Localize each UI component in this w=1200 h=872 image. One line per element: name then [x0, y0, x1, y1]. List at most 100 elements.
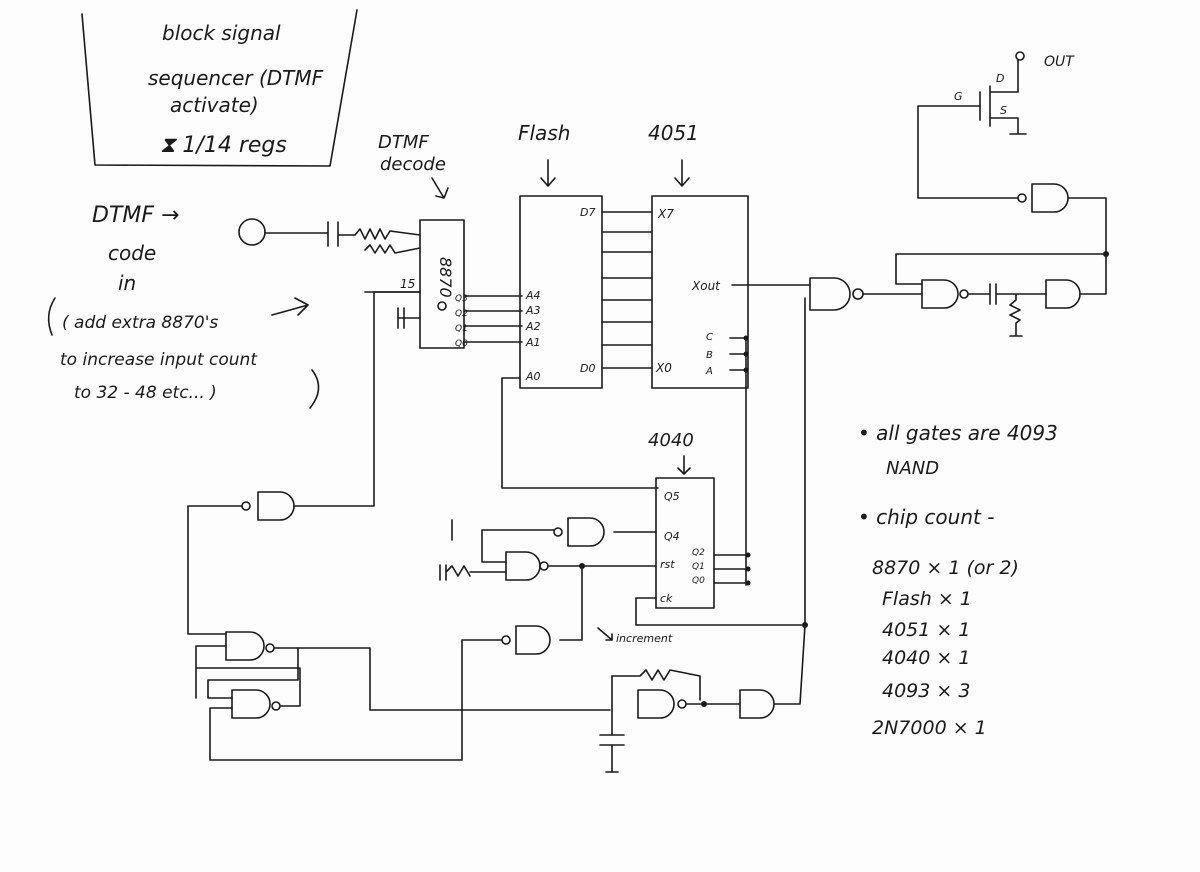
junction: [745, 566, 751, 572]
chip-8870: [419, 219, 465, 349]
nand-q4: [567, 517, 657, 547]
nand-mid: [515, 625, 551, 655]
chip-item: Flash × 1: [882, 588, 972, 610]
chip-item: 4040 × 1: [882, 647, 970, 669]
counter-to-select: [713, 554, 749, 584]
flash-a0: A0: [525, 370, 541, 383]
arrow-dtmf-icon: [431, 177, 449, 199]
mux-x7: X7: [657, 207, 674, 221]
chip-4040: [655, 477, 715, 609]
reset-wire: [547, 565, 657, 641]
arrow-4040-icon: [677, 455, 691, 475]
decoder-q0: Q0: [455, 339, 468, 349]
junction: [701, 701, 707, 707]
mosfet-g: G: [954, 90, 963, 103]
q4-loop: [481, 529, 555, 563]
flash-a1: A1: [525, 336, 541, 349]
header-dtmf-2: decode: [380, 154, 446, 175]
header-4040: 4040: [648, 430, 694, 451]
header-4051: 4051: [648, 121, 699, 145]
flash-a3: A3: [525, 304, 541, 317]
flash-a4: A4: [525, 289, 541, 302]
mux-xout: Xout: [691, 279, 721, 293]
nand-chain2: [1045, 279, 1081, 309]
timer2-out: [773, 297, 806, 705]
dtmf-in-2: code: [108, 241, 156, 265]
junction: [745, 552, 751, 558]
nand-bubble: [852, 288, 864, 300]
junction: [743, 335, 749, 341]
counter-rst: rst: [660, 558, 675, 571]
chip-item: 4093 × 3: [882, 680, 970, 702]
a0-wire: [501, 377, 659, 489]
decoder-q2: Q2: [455, 309, 468, 319]
nand-bubble: [241, 501, 251, 511]
counter-ck: ck: [660, 592, 673, 605]
note-bracket-left: [47, 297, 56, 336]
nand-bubble: [677, 699, 687, 709]
reset-rc: [439, 519, 507, 581]
counter-q5: Q5: [664, 490, 680, 503]
nand-out: [1031, 183, 1069, 213]
nand-timer2: [739, 689, 775, 719]
chain2-out: [895, 253, 1107, 295]
latch-cross: [195, 645, 301, 707]
arrow-flash-icon: [540, 159, 556, 187]
nand-reset: [505, 551, 541, 581]
decoder-name: 8870: [436, 257, 455, 298]
arrow-4051-icon: [674, 159, 690, 187]
nand-top-left: [257, 291, 421, 521]
mux-b: B: [706, 350, 713, 361]
nand-bubble: [271, 701, 281, 711]
title-line2: sequencer (DTMF: [148, 66, 324, 90]
nand-chain1: [921, 279, 959, 309]
note-line2: to increase input count: [60, 350, 258, 370]
decoder-to-flash: [463, 295, 523, 343]
chip-4051: [651, 195, 749, 389]
out-terminal-icon: [1015, 51, 1025, 61]
flash-d7: D7: [580, 206, 595, 219]
counter-q0: Q0: [692, 576, 705, 586]
increment-label: increment: [616, 632, 673, 645]
nand-bubble: [501, 635, 511, 645]
chip-flash: [519, 195, 603, 389]
title-line4: ⧗ 1/14 regs: [160, 133, 287, 158]
chip-item: 8870 × 1 (or 2): [872, 557, 1019, 579]
input-resistor2: [364, 244, 421, 254]
mosfet-d: D: [996, 72, 1004, 85]
out-wires: [917, 105, 1107, 255]
mid-wire: [209, 639, 503, 761]
note-line3: to 32 - 48 etc... ): [74, 383, 217, 403]
arrow-icon: [271, 297, 309, 316]
junction: [745, 580, 751, 586]
decoder-q1: Q1: [455, 324, 468, 334]
junction: [743, 367, 749, 373]
nand-bubble: [553, 527, 563, 537]
mux-x0: X0: [655, 361, 672, 375]
chain-rc: [967, 283, 1047, 337]
nand-latch-b: [231, 689, 271, 719]
counter-q1: Q1: [692, 562, 705, 572]
input-wire: [264, 221, 421, 247]
decoder-q3: Q3: [455, 294, 468, 304]
flash-a2: A2: [525, 320, 541, 333]
nand-bubble: [959, 289, 969, 299]
data-bus: [601, 211, 653, 369]
input-jack-icon: [238, 218, 266, 246]
mosfet-s: S: [1000, 104, 1007, 117]
nand-timer: [637, 689, 675, 719]
latch-to-timer: [297, 647, 611, 711]
note-bracket-right: [309, 369, 320, 409]
title-line1: block signal: [162, 21, 281, 45]
out-label: OUT: [1044, 54, 1075, 70]
nand-bubble: [1017, 193, 1027, 203]
decoder-pin15: 15: [400, 277, 415, 291]
title-line3: activate): [170, 93, 259, 117]
timer-resistor: [611, 669, 701, 701]
decoder-gnd-cap: [397, 307, 421, 329]
counter-q2: Q2: [692, 548, 705, 558]
header-flash: Flash: [518, 121, 570, 145]
timer-rc: [599, 675, 625, 773]
mux-c: C: [706, 332, 713, 343]
